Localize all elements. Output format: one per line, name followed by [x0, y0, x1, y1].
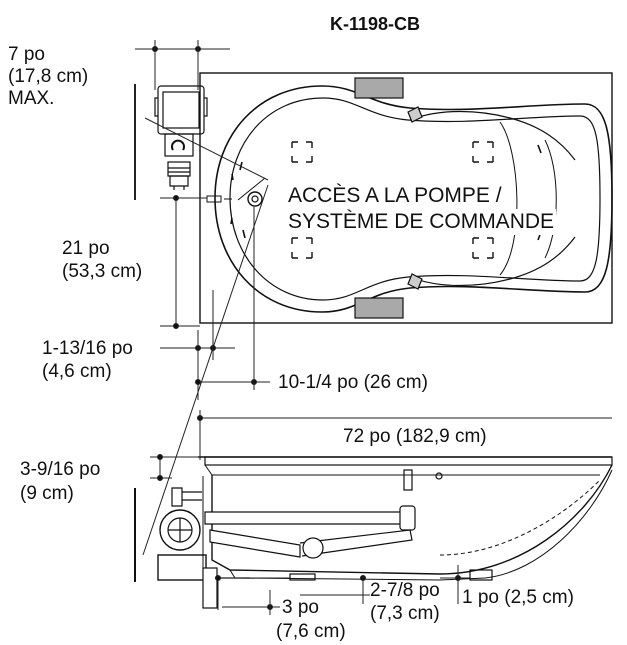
armrest-top — [409, 110, 576, 161]
dim-3po-cm: (7,6 cm) — [276, 621, 346, 642]
dim-2-7-8po: 2-7/8 po — [370, 580, 440, 601]
tub-basin-outer — [214, 85, 613, 313]
dim-1po: 1 po (2,5 cm) — [462, 587, 574, 608]
dim-10-1-4po: 10-1/4 po (26 cm) — [278, 372, 428, 393]
tub-basin-inner — [229, 97, 601, 301]
dim-1-13-16po-cm: (4,6 cm) — [42, 361, 112, 382]
headrest-pad-top — [354, 77, 404, 99]
dimension-lines — [134, 40, 612, 556]
dim-3po: 3 po — [282, 597, 319, 618]
side-dimension-lines — [150, 454, 470, 615]
side-view — [134, 456, 613, 609]
dim-1-13-16po: 1-13/16 po — [42, 338, 133, 359]
dim-21po-cm: (53,3 cm) — [62, 261, 143, 282]
dim-7po-cm: (17,8 cm) — [8, 66, 89, 87]
model-title: K-1198-CB — [330, 14, 421, 34]
armrest-bottom — [409, 236, 576, 287]
dim-3-9-16po: 3-9/16 po — [20, 459, 101, 480]
pump-plan — [154, 85, 208, 190]
drain — [247, 191, 263, 207]
plan-view — [199, 72, 613, 324]
pump-access-callout-line1: ACCÈS A LA POMPE / — [286, 183, 504, 209]
dim-21po: 21 po — [62, 238, 110, 259]
jet-markers — [291, 141, 494, 259]
headrest-pad-bottom — [354, 297, 404, 319]
dim-7po: 7 po — [8, 44, 45, 65]
dim-2-7-8po-cm: (7,3 cm) — [370, 603, 440, 624]
pump-access-callout-line2: SYSTÈME DE COMMANDE — [286, 209, 557, 235]
dim-3-9-16po-cm: (9 cm) — [20, 483, 74, 504]
dim-7po-max: MAX. — [8, 88, 55, 109]
dim-72po: 72 po (182,9 cm) — [343, 426, 487, 447]
